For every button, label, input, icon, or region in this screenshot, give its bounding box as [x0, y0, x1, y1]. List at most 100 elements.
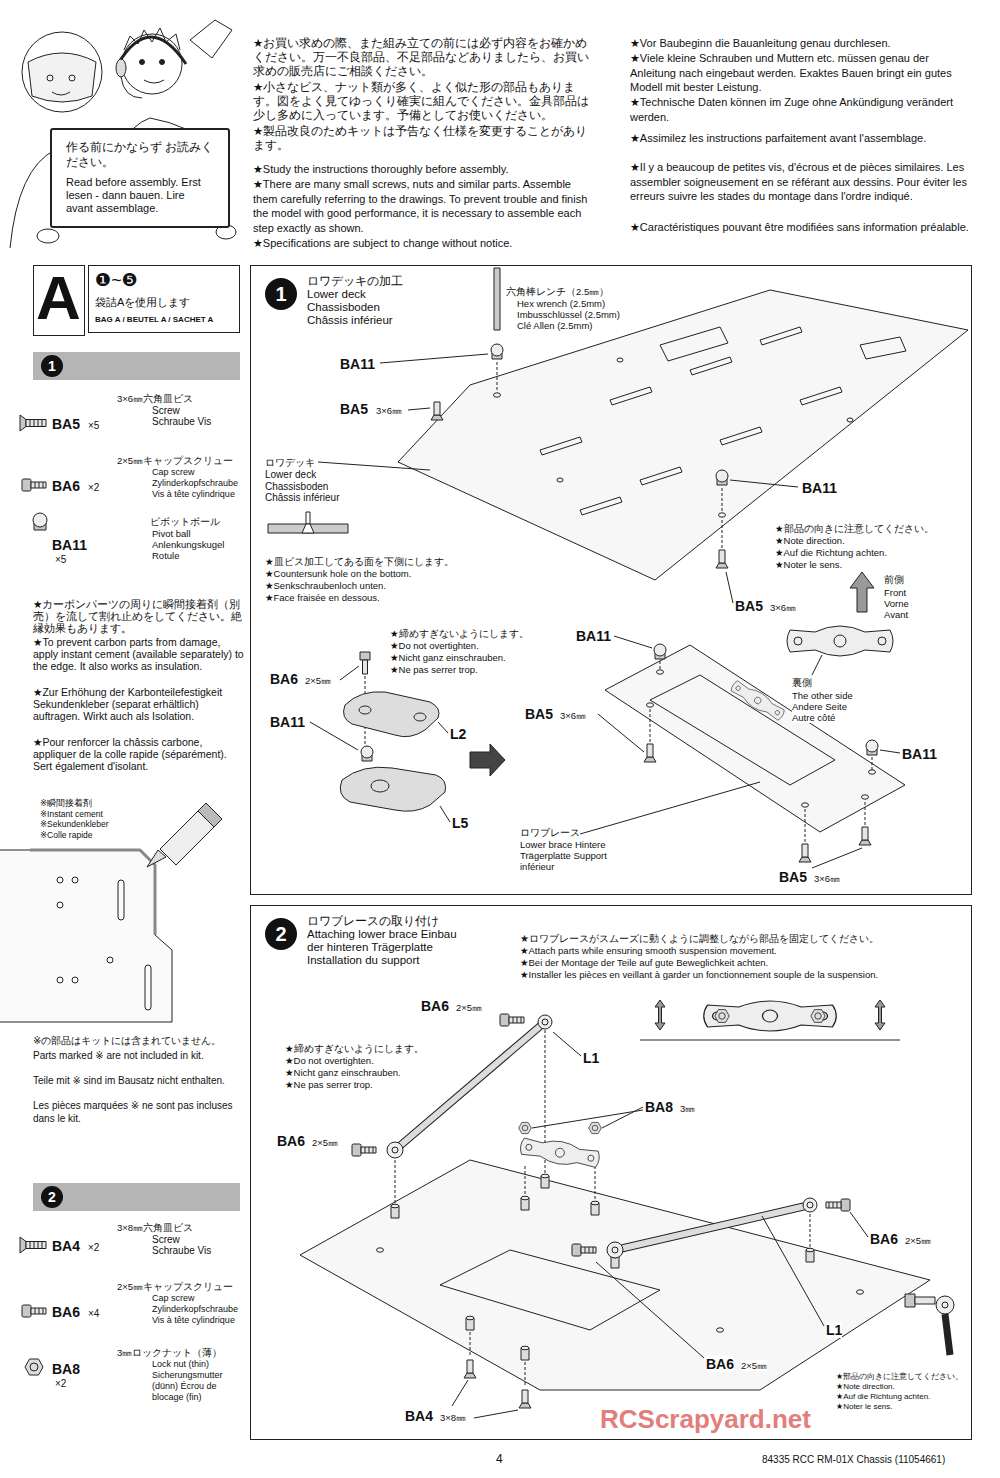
label-text: BA8	[645, 1099, 673, 1115]
label-text: L2	[450, 726, 466, 742]
label-text: Front Vorne Avant	[884, 587, 909, 620]
label-text: L1	[583, 1050, 599, 1066]
cartoon	[47, 75, 53, 81]
note-text: ピボットボール	[150, 516, 220, 527]
note-text: ★皿ビス加工してある面を下側にします。	[265, 556, 454, 567]
parts-icons	[20, 1237, 46, 1253]
lower-brace-drawing	[605, 645, 905, 832]
label-text: ★部品の向きに注意してください。	[775, 523, 934, 534]
watermark: RCScrapyard.net	[600, 1404, 811, 1435]
label-text: 3×6㎜	[560, 710, 586, 721]
label-text: ★Countersunk hole on the bottom.	[265, 568, 411, 579]
carbon-edge-drawing	[30, 850, 155, 935]
label-text: 3×8㎜	[440, 1412, 466, 1423]
note-text: ★Specifications are subject to change wi…	[253, 236, 598, 251]
lower-brace-drawing	[805, 808, 806, 842]
label-text: 84335 RCC RM-01X Chassis (11054661)	[762, 1454, 945, 1465]
note-text: ロワデッキ	[265, 457, 315, 469]
lower-brace-drawing	[310, 636, 900, 868]
step2-drawing	[591, 1201, 599, 1215]
label-text: 前側	[884, 574, 904, 585]
part-code: BA11	[576, 628, 611, 645]
label-text: ×5	[88, 420, 99, 431]
cartoon	[160, 60, 165, 65]
box-text: ロワブレースの取り付け Attaching lower brace Einbau…	[307, 915, 467, 967]
node-text: 2	[275, 922, 286, 946]
label-text: ★Note direction.	[775, 535, 845, 546]
note-text: ★お買い求めの際、また組み立ての前には必ず内容をお確かめください。万一不良部品、…	[253, 36, 598, 78]
notice-board: 作る前にかならず お読みください。 Read before assembly. E…	[50, 128, 230, 228]
note-text: Pivot ball Anlenkungskugel Rotule	[152, 528, 242, 561]
carbon-edge-drawing	[198, 803, 222, 827]
label-text: ×2	[88, 482, 99, 493]
label-text: 3×6㎜	[376, 405, 402, 416]
lower-brace-drawing	[650, 708, 651, 742]
label-text: ★Ne pas serrer trop.	[390, 664, 478, 675]
note-text: ★Study the instructions thoroughly befor…	[253, 162, 598, 177]
step2-drawing	[300, 1000, 954, 1418]
lower-brace-drawing	[862, 795, 869, 799]
node-text: ロワブレースの取り付け Attaching lower brace Einbau…	[307, 915, 457, 966]
step2-drawing	[857, 1290, 864, 1294]
label-text: ★Senkschraubenloch unten.	[265, 580, 386, 591]
label-text: ★Noter le sens.	[836, 1402, 893, 1411]
lower-brace-drawing	[850, 572, 874, 612]
label-text: Les pièces marquées ※ ne sont pas inclus…	[33, 1100, 233, 1124]
lower-deck-drawing	[494, 268, 500, 330]
label-text: Teile mit ※ sind im Bausatz nicht enthal…	[33, 1075, 225, 1086]
label-text: BA11	[576, 628, 611, 644]
carbon-edge-drawing	[57, 877, 63, 883]
note-text: 3×6㎜	[376, 405, 402, 416]
part-code: BA4	[52, 1238, 80, 1255]
lower-deck-drawing	[660, 327, 906, 361]
note-text: ★To prevent carbon parts from damage, ap…	[33, 636, 245, 672]
part-code: BA6	[52, 478, 80, 495]
label-text: ★Technische Daten können im Zuge ohne An…	[630, 96, 953, 123]
lower-brace-drawing	[869, 770, 876, 774]
note-text: 3×6㎜六角皿ビス	[117, 393, 193, 404]
step-band: 2	[33, 1183, 240, 1211]
step2-drawing	[936, 1296, 954, 1314]
lower-brace-drawing	[647, 703, 654, 707]
part-code: L2	[450, 726, 466, 743]
lower-deck-drawing	[716, 550, 728, 568]
illustration	[0, 20, 968, 1418]
note-text: ★ロワブレースがスムーズに動くように調整しながら部品を固定してください。	[520, 933, 879, 945]
lower-brace-drawing	[799, 844, 811, 862]
label-text: The other side Andere Seite Autre côté	[792, 690, 853, 723]
part-code: BA11	[902, 746, 937, 763]
step2-drawing	[942, 1302, 948, 1308]
node-text: 作る前にかならず お読みください。	[66, 140, 213, 169]
parts-icons	[22, 479, 46, 491]
part-code: BA6	[870, 1231, 898, 1248]
lower-brace-drawing	[359, 706, 371, 714]
cartoon	[69, 75, 75, 81]
box-text: 袋詰Aを使用します	[95, 295, 190, 309]
lower-deck-drawing	[306, 512, 310, 524]
note-text: Les pièces marquées ※ ne sont pas inclus…	[33, 1100, 245, 1125]
label-text: ★小さなビス、ナット類が多く、よく似た形の部品もあります。図をよく見てゆっくり確…	[253, 81, 589, 121]
note-text: ★Technische Daten können im Zuge ohne An…	[630, 95, 972, 124]
label-text: ★Installer les pièces en veillant à gard…	[520, 969, 878, 980]
step2-drawing	[395, 1022, 545, 1150]
lower-deck-drawing	[268, 524, 348, 533]
lower-deck-drawing	[268, 268, 968, 603]
note-text: ×5	[55, 554, 66, 566]
label-text: ※の部品はキットには含まれていません。	[33, 1035, 221, 1046]
label-text: ★Nicht ganz einschrauben.	[285, 1067, 401, 1078]
label-text: Screw Schraube Vis	[152, 1234, 211, 1256]
lower-deck-drawing	[497, 362, 498, 392]
note-text: ★Do not overtighten.	[390, 640, 479, 651]
note-text: Cap screw Zylinderkopfschraube Vis à têt…	[152, 1293, 247, 1326]
label-text: L1	[826, 1322, 842, 1338]
note-text: ★Nicht ganz einschrauben.	[390, 652, 506, 663]
note-text: ※の部品はキットには含まれていません。	[33, 1035, 245, 1048]
box-text: Read before assembly. Erst lesen - dann …	[66, 176, 201, 215]
note-text: ★締めすぎないようにします。	[285, 1043, 424, 1054]
label-text: BA6	[52, 1304, 80, 1320]
note-text: ★カーボンパーツの周りに瞬間接着剤（別売）を流して割れ止めをしてください。絶縁効…	[33, 598, 245, 634]
part-code: BA5	[779, 869, 807, 886]
note-text: ★Countersunk hole on the bottom.	[265, 568, 411, 579]
note-text: ★Vor Baubeginn die Bauanleitung genau du…	[630, 36, 972, 51]
part-code: BA11	[270, 714, 305, 731]
